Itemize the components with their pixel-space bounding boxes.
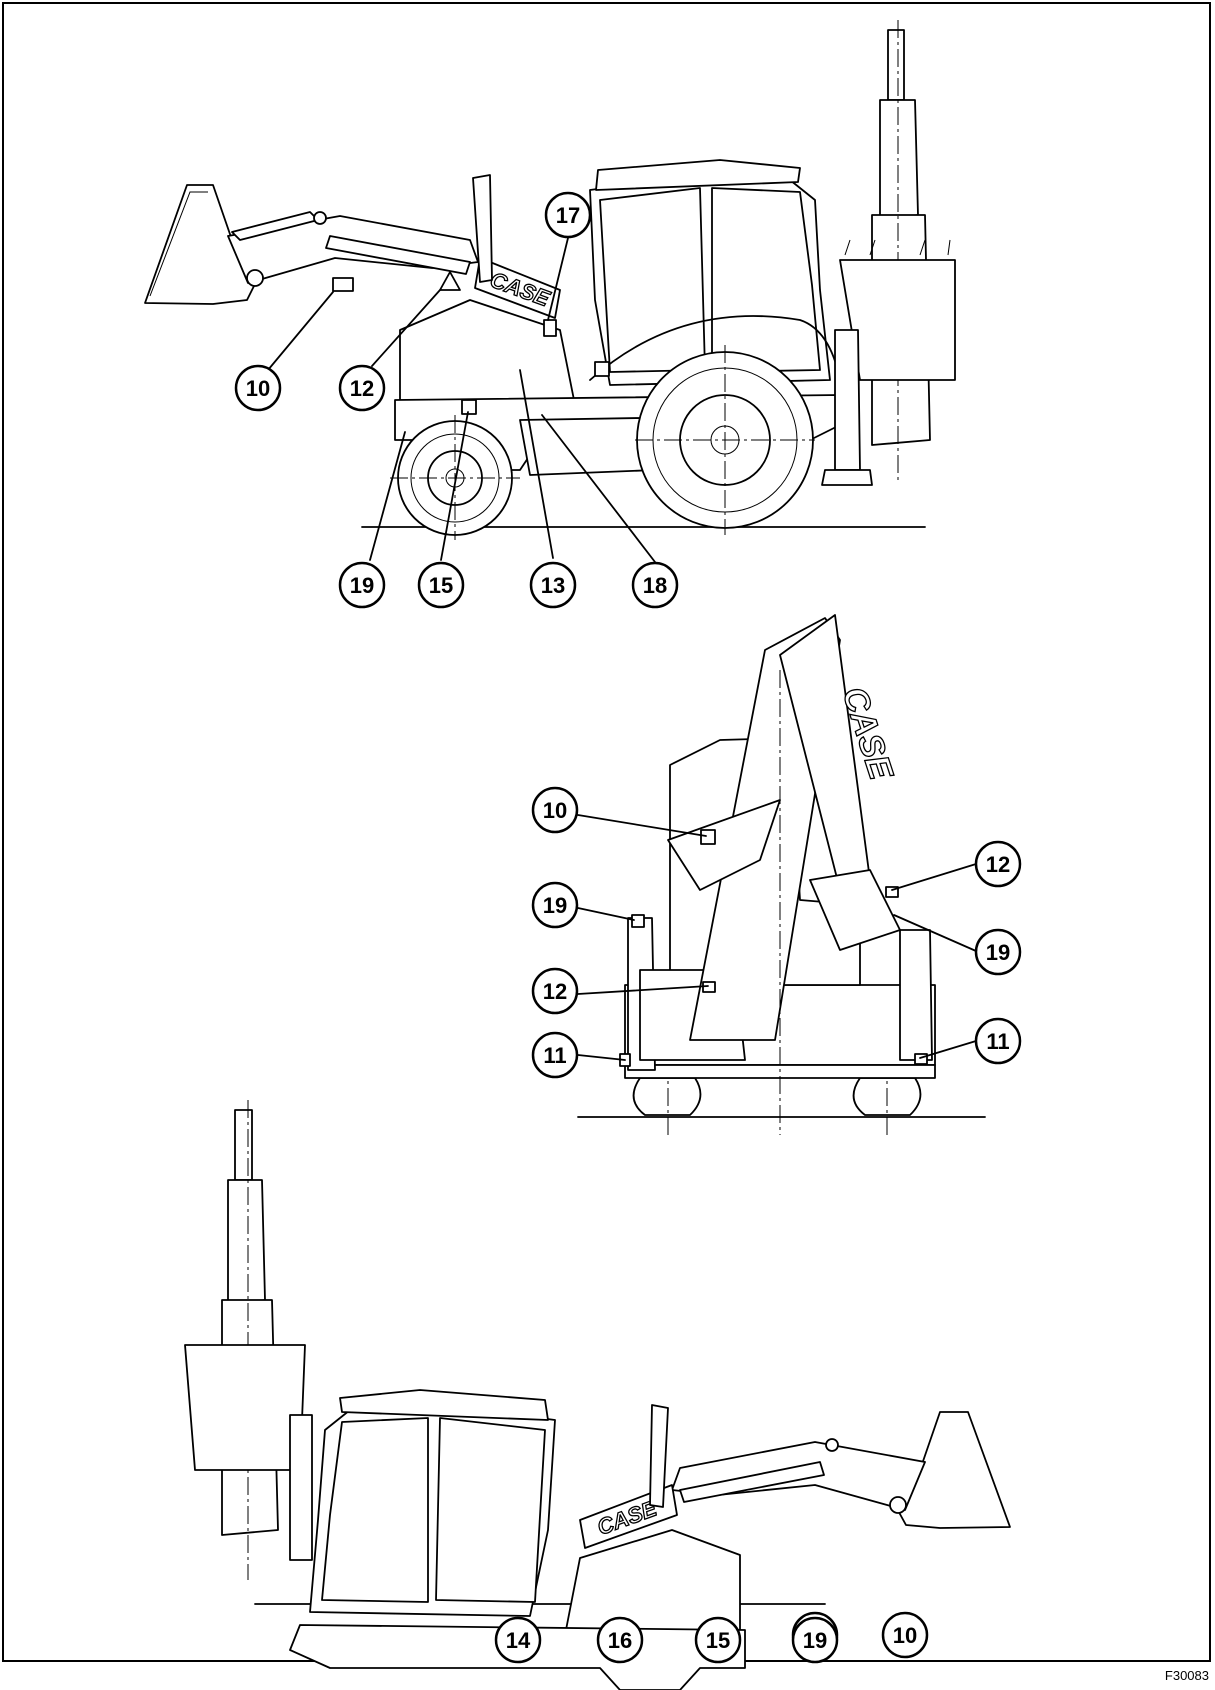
callout-circle xyxy=(494,1616,542,1664)
callout-right-side-view-17: 17 xyxy=(544,191,592,239)
callout-circle xyxy=(544,191,592,239)
callout-circle xyxy=(631,561,679,609)
callout-right-side-view-19: 19 xyxy=(338,561,386,609)
callout-number: 19 xyxy=(803,1628,827,1653)
callout-rear-view-12: 12 xyxy=(531,967,579,1015)
callout-number: 19 xyxy=(350,573,374,598)
callout-number: 10 xyxy=(893,1623,917,1648)
callout-circle xyxy=(596,1616,644,1664)
callout-circle xyxy=(531,1031,579,1079)
callout-circle xyxy=(881,1611,929,1659)
callout-rear-view-19: 19 xyxy=(974,928,1022,976)
callout-number: 16 xyxy=(608,1628,632,1653)
callout-right-side-view-18: 18 xyxy=(631,561,679,609)
callout-circle xyxy=(974,928,1022,976)
callout-number: 11 xyxy=(986,1029,1009,1054)
left-side-view: CASE xyxy=(184,1100,1011,1690)
callout-number: 12 xyxy=(350,376,374,401)
callout-number: 12 xyxy=(986,852,1010,877)
callout-circle xyxy=(338,364,386,412)
callout-rear-view-19: 19 xyxy=(531,881,579,929)
callout-rear-view-11: 11 xyxy=(531,1031,579,1079)
callout-left-side-view-14: 14 xyxy=(494,1616,542,1664)
right-side-view: CASE xyxy=(144,20,956,563)
callout-circle xyxy=(417,561,465,609)
callout-left-side-view-16: 16 xyxy=(596,1616,644,1664)
callout-circle xyxy=(338,561,386,609)
callout-circle xyxy=(791,1616,839,1664)
figure-code: F30083 xyxy=(1164,1668,1209,1683)
callout-left-side-view-10: 10 xyxy=(881,1611,929,1659)
callout-circle xyxy=(974,840,1022,888)
callout-left-side-view-19: 19 xyxy=(791,1616,839,1664)
callout-number: 19 xyxy=(543,893,567,918)
callout-number: 14 xyxy=(506,1628,531,1653)
callout-rear-view-10: 10 xyxy=(531,786,579,834)
callout-number: 17 xyxy=(556,203,580,228)
callout-left-side-view-15: 15 xyxy=(694,1616,742,1664)
callout-circle xyxy=(974,1017,1022,1065)
callout-number: 12 xyxy=(543,979,567,1004)
callout-number: 10 xyxy=(543,798,567,823)
callout-circle xyxy=(694,1616,742,1664)
callout-number: 15 xyxy=(706,1628,730,1653)
callout-layer: 1012171915131810121919121111121019141615 xyxy=(234,191,1022,1664)
callout-number: 13 xyxy=(541,573,565,598)
callout-circle xyxy=(234,364,282,412)
callout-number: 10 xyxy=(246,376,270,401)
callout-circle xyxy=(531,881,579,929)
callout-circle xyxy=(531,967,579,1015)
callout-number: 15 xyxy=(429,573,453,598)
callout-number: 11 xyxy=(543,1043,566,1068)
callout-number: 18 xyxy=(643,573,667,598)
callout-right-side-view-15: 15 xyxy=(417,561,465,609)
callout-right-side-view-13: 13 xyxy=(529,561,577,609)
callout-number: 19 xyxy=(986,940,1010,965)
callout-right-side-view-10: 10 xyxy=(234,364,282,412)
callout-rear-view-11: 11 xyxy=(974,1017,1022,1065)
callout-right-side-view-12: 12 xyxy=(338,364,386,412)
rear-view: CASE xyxy=(577,614,986,1135)
callout-rear-view-12: 12 xyxy=(974,840,1022,888)
callout-circle xyxy=(529,561,577,609)
callout-circle xyxy=(531,786,579,834)
